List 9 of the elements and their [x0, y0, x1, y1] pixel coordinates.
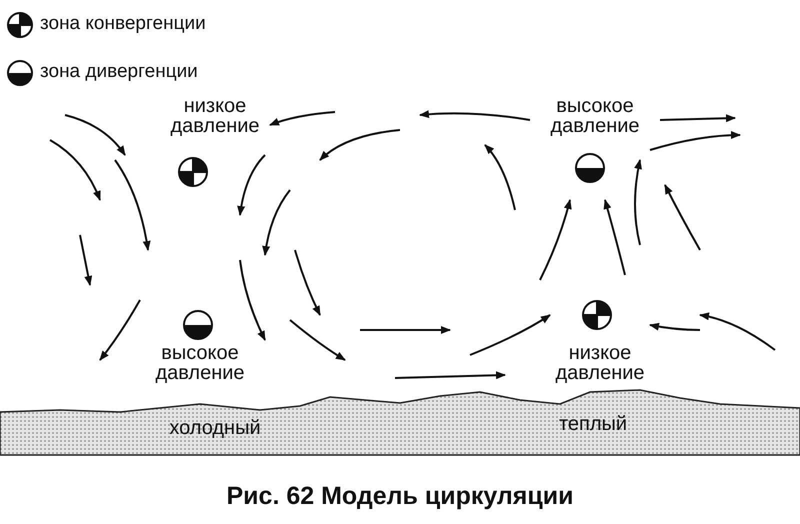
legend-text: зона дивергенции: [40, 61, 198, 83]
pressure-label: высокое давление: [549, 96, 641, 136]
caption: Рис. 62 Модель циркуляции: [226, 482, 574, 511]
legend-text: зона конвергенции: [40, 13, 206, 35]
air-mass-label: холодный: [168, 418, 262, 438]
pressure-label: низкое давление: [169, 96, 261, 136]
air-mass-label: теплый: [558, 414, 628, 434]
pressure-label: высокое давление: [154, 343, 246, 383]
pressure-label: низкое давление: [554, 343, 646, 383]
